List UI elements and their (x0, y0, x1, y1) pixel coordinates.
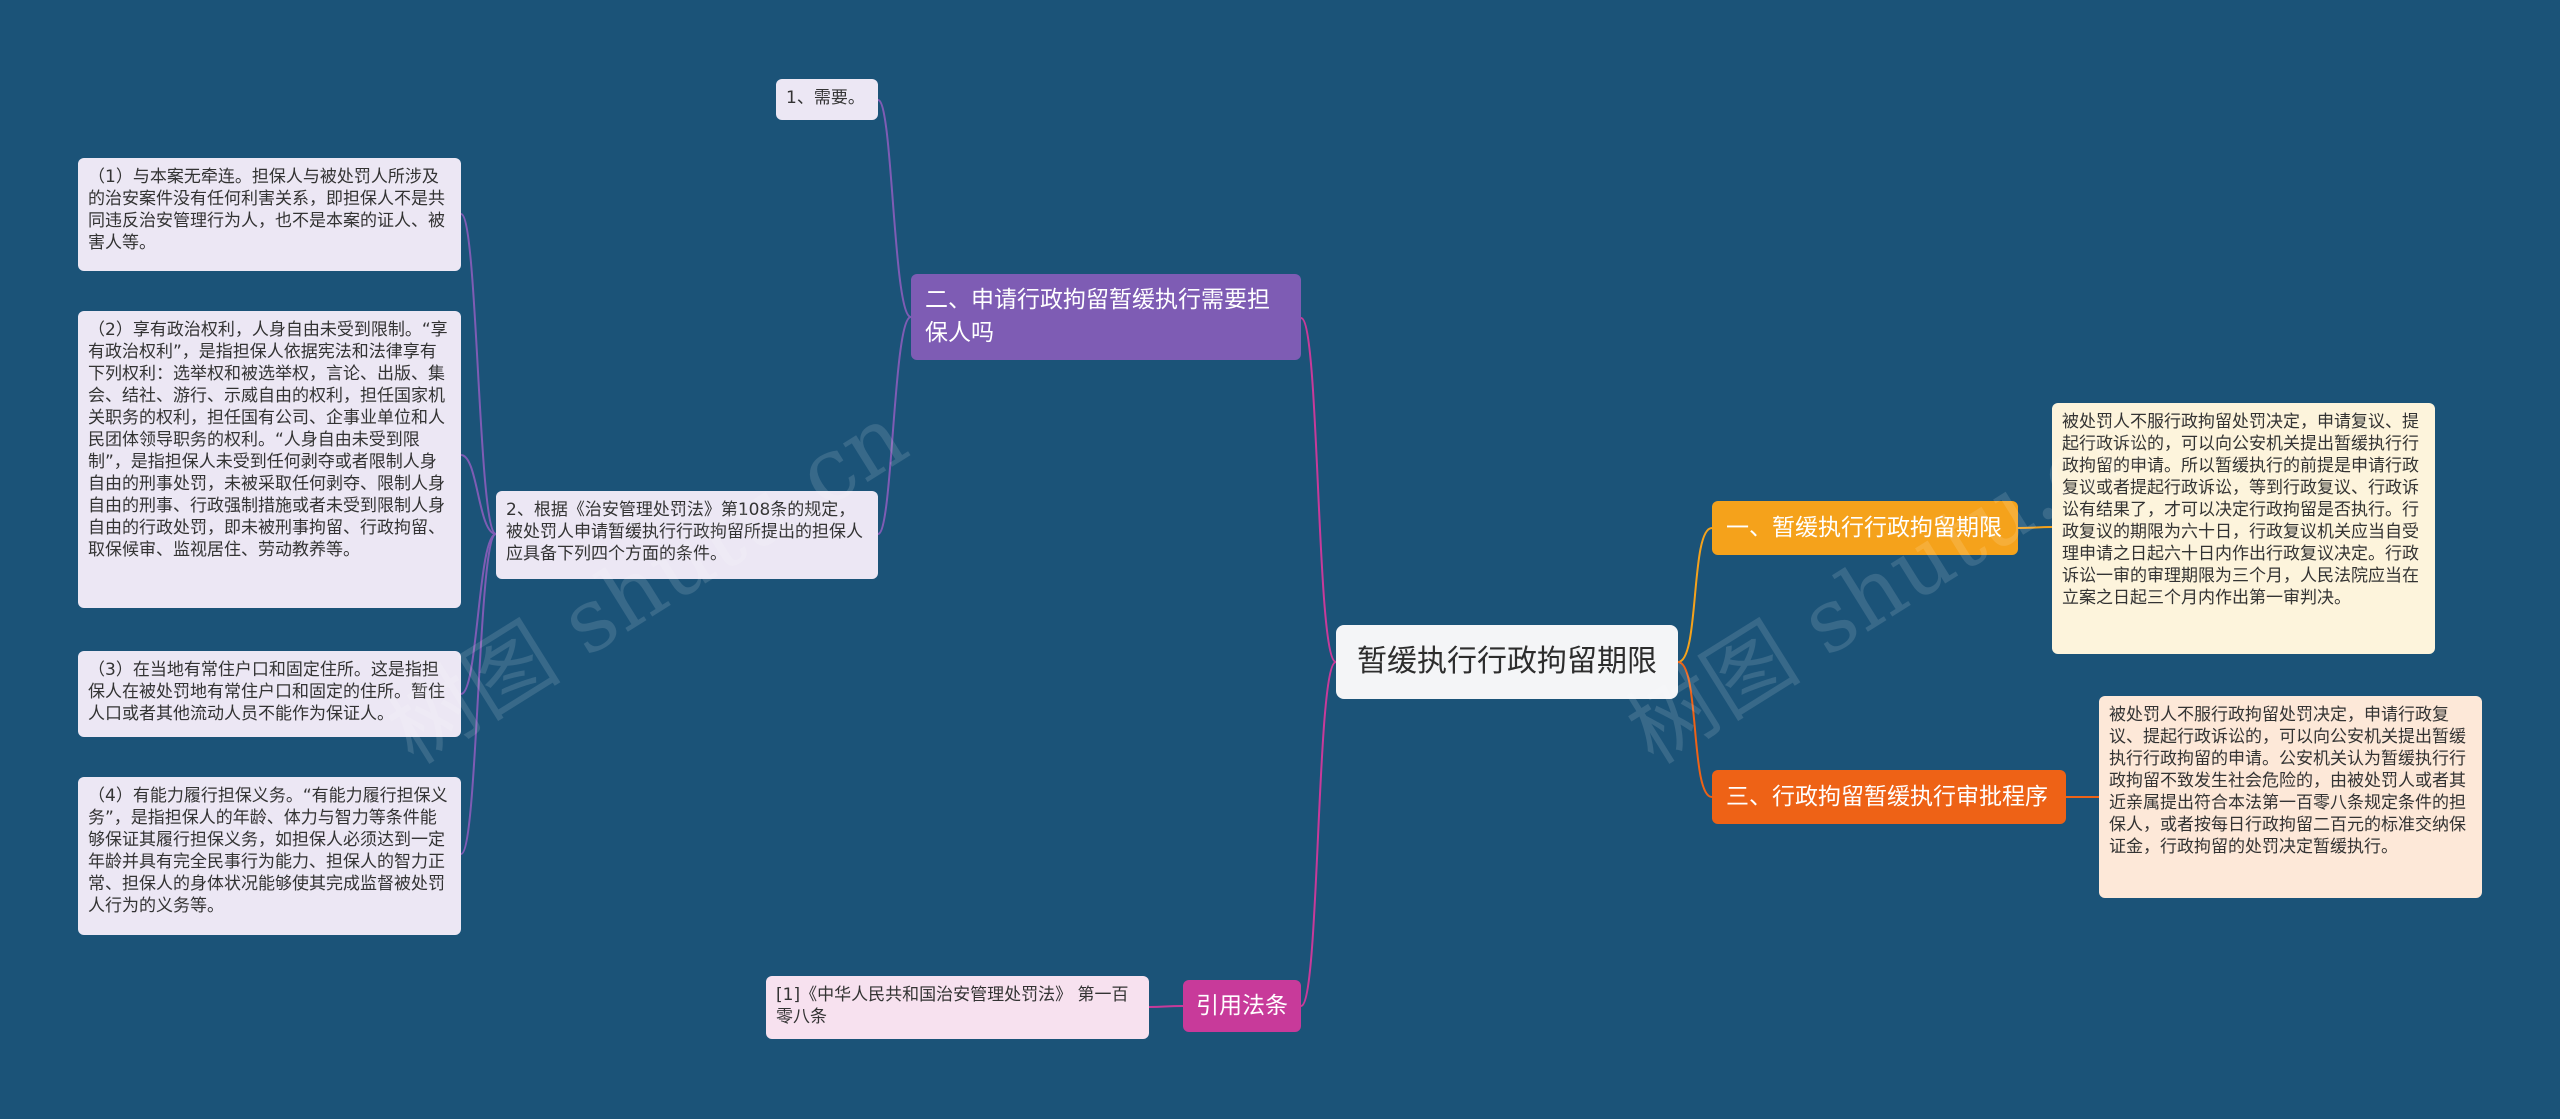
branch-cited-law[interactable]: 引用法条 (1183, 980, 1301, 1032)
leaf-condition-3[interactable]: （3）在当地有常住户口和固定住所。这是指担保人在被处罚地有常住户口和固定的住所。… (78, 651, 461, 737)
link-root-b2 (1677, 527, 1713, 663)
link-b1-c1 (877, 99, 912, 318)
leaf-period-detail[interactable]: 被处罚人不服行政拘留处罚决定，申请复议、提起行政诉讼的，可以向公安机关提出暂缓执… (2052, 403, 2435, 654)
link-root-b1 (1300, 317, 1337, 663)
leaf-procedure-detail[interactable]: 被处罚人不服行政拘留处罚决定，申请行政复议、提起行政诉讼的，可以向公安机关提出暂… (2099, 696, 2482, 898)
leaf-need[interactable]: 1、需要。 (776, 79, 878, 120)
link-c2-l1 (460, 213, 497, 535)
leaf-law-reference[interactable]: [1]《中华人民共和国治安管理处罚法》 第一百零八条 (766, 976, 1149, 1039)
leaf-condition-1[interactable]: （1）与本案无牵连。担保人与被处罚人所涉及的治安案件没有任何利害关系，即担保人不… (78, 158, 461, 271)
branch-suspension-period[interactable]: 一、暂缓执行行政拘留期限 (1712, 501, 2018, 555)
link-b1-c2 (877, 316, 912, 535)
branch-guarantor[interactable]: 二、申请行政拘留暂缓执行需要担保人吗 (911, 274, 1301, 360)
leaf-condition-2[interactable]: （2）享有政治权利，人身自由未受到限制。“享有政治权利”，是指担保人依据宪法和法… (78, 311, 461, 608)
link-root-b3 (1677, 661, 1713, 798)
branch-approval-procedure[interactable]: 三、行政拘留暂缓执行审批程序 (1712, 770, 2066, 824)
link-c2-l3 (460, 533, 497, 695)
leaf-article-108[interactable]: 2、根据《治安管理处罚法》第108条的规定，被处罚人申请暂缓执行行政拘留所提出的… (496, 491, 878, 579)
link-c2-l4 (460, 533, 497, 855)
link-c2-l2 (460, 454, 497, 535)
link-b4-leaf (1148, 1005, 1184, 1008)
link-b2-leaf (2017, 526, 2053, 529)
leaf-condition-4[interactable]: （4）有能力履行担保义务。“有能力履行担保义务”，是指担保人的年龄、体力与智力等… (78, 777, 461, 935)
root-topic[interactable]: 暂缓执行行政拘留期限 (1336, 625, 1678, 699)
link-root-b4 (1300, 661, 1337, 1007)
